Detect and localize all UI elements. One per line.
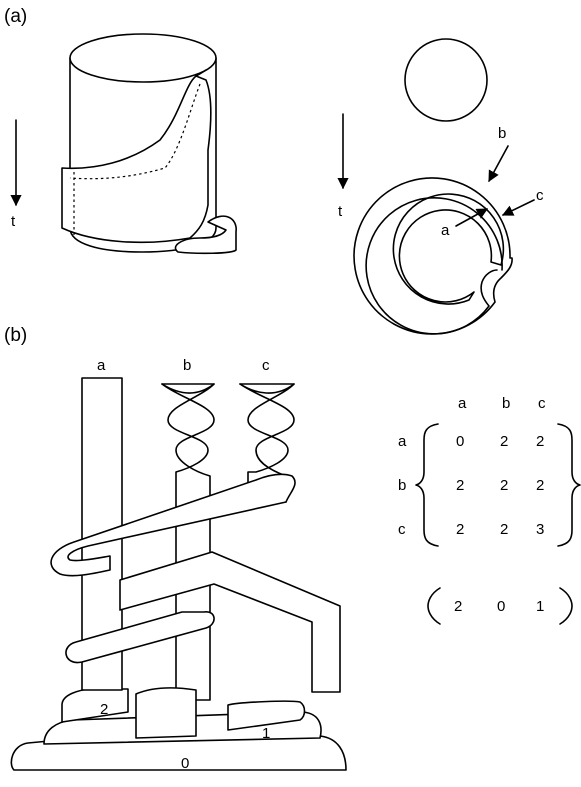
vector-value: 2 [454, 598, 462, 615]
ribbon-label-c: c [536, 187, 544, 204]
matrix-col-label-c: c [538, 395, 546, 412]
matrix-cell: 2 [536, 477, 544, 494]
spiral-cross-section [354, 178, 512, 334]
vector-value: 1 [536, 598, 544, 615]
matrix-cell: 3 [536, 521, 544, 538]
pointer-c [503, 200, 534, 215]
matrix-cell: 2 [500, 433, 508, 450]
ribbon-graph: 2 1 0 [11, 378, 346, 772]
pointer-b [489, 146, 508, 181]
panel-a-label: (a) [4, 6, 27, 27]
panel-b-label: (b) [4, 325, 27, 346]
bottom-connector [136, 688, 196, 738]
matrix-col-label-b: b [502, 395, 510, 412]
vector-value: 0 [497, 598, 505, 615]
cylinder-top-ellipse [70, 34, 216, 82]
time-label-right: t [338, 203, 343, 220]
matrix-left-bracket [416, 424, 438, 546]
matrix-cell: 2 [456, 521, 464, 538]
level-label-bottom: 0 [181, 755, 189, 772]
panel-b: (b) a b c [4, 325, 580, 772]
ribbon-label-a: a [441, 222, 450, 239]
column-label-c: c [262, 357, 270, 374]
matrix-row-label-c: c [398, 521, 406, 538]
ribbon-label-b: b [498, 125, 506, 142]
linking-matrix: a b c a b c 0 2 2 2 2 2 2 2 3 [398, 395, 580, 546]
matrix-cell: 2 [536, 433, 544, 450]
matrix-col-label-a: a [458, 395, 467, 412]
vector-left-paren [428, 588, 440, 624]
spiral-inner-ring [393, 194, 503, 304]
panel-a: (a) t t b c a [4, 6, 544, 334]
top-view-disk [405, 39, 487, 121]
column-label-a: a [97, 357, 106, 374]
spiral-outer-wall [366, 198, 502, 334]
level-label-right: 1 [262, 725, 270, 742]
column-label-b: b [183, 357, 191, 374]
spiral-outer-ring [354, 178, 512, 334]
matrix-cell: 2 [500, 521, 508, 538]
column-b-twist [162, 384, 214, 700]
time-label-left: t [11, 213, 16, 230]
matrix-cell: 2 [500, 477, 508, 494]
cylinder-drawing [62, 34, 236, 253]
vector-right-paren [560, 588, 572, 624]
row-vector: 2 0 1 [428, 588, 572, 624]
matrix-cell: 2 [456, 477, 464, 494]
matrix-right-bracket [558, 424, 580, 546]
matrix-row-label-a: a [398, 433, 407, 450]
matrix-cell: 0 [456, 433, 464, 450]
matrix-row-label-b: b [398, 477, 406, 494]
platform-left [62, 689, 128, 722]
level-label-left: 2 [100, 701, 108, 718]
